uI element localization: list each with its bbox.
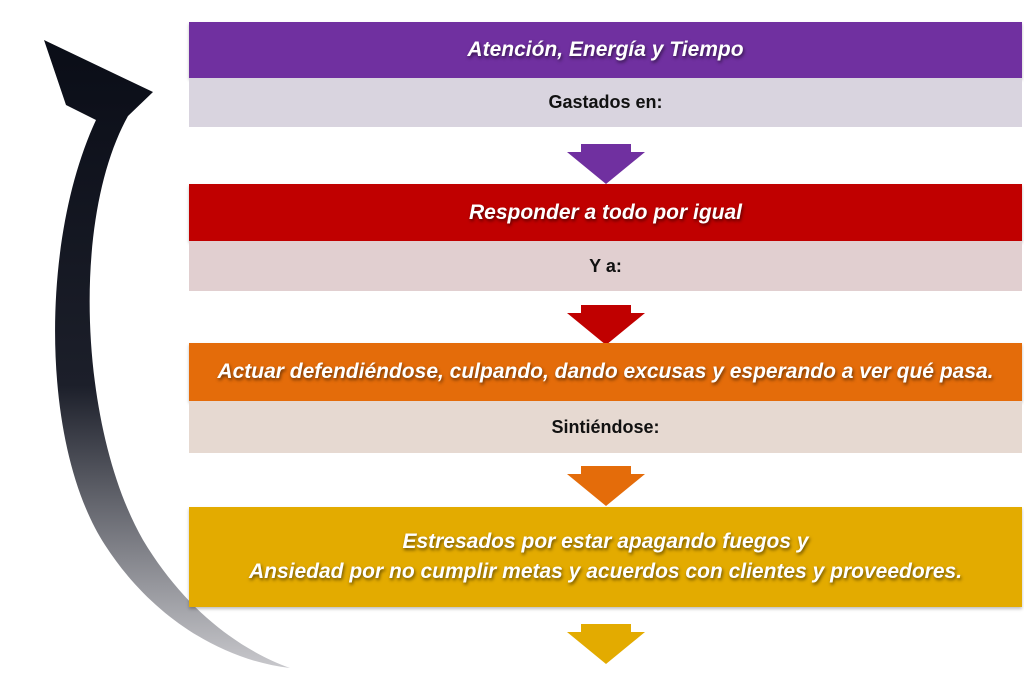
final-step-stress: Estresados por estar apagando fuegos y A… <box>189 507 1022 607</box>
curved-return-arrow-icon <box>44 40 290 668</box>
final-step-line-2: Ansiedad por no cumplir metas y acuerdos… <box>248 560 963 583</box>
step-header-respond: Responder a todo por igual <box>189 184 1022 241</box>
down-arrow-icon <box>567 144 645 184</box>
step-connector-and: Y a: <box>189 241 1022 291</box>
step-header-attention: Atención, Energía y Tiempo <box>189 22 1022 78</box>
connector-text: Y a: <box>589 255 622 276</box>
step-header-text: Atención, Energía y Tiempo <box>467 38 744 61</box>
connector-text: Sintiéndose: <box>551 416 660 437</box>
connector-text: Gastados en: <box>548 92 663 112</box>
step-header-act: Actuar defendiéndose, culpando, dando ex… <box>189 343 1022 401</box>
step-header-text: Responder a todo por igual <box>468 200 742 224</box>
down-arrow-icon <box>567 624 645 664</box>
step-connector-feeling: Sintiéndose: <box>189 401 1022 453</box>
down-arrow-icon <box>567 466 645 506</box>
down-arrow-icon <box>567 305 645 345</box>
step-connector-spent-on: Gastados en: <box>189 78 1022 127</box>
final-step-line-1: Estresados por estar apagando fuegos y <box>402 530 809 553</box>
step-header-text: Actuar defendiéndose, culpando, dando ex… <box>217 360 994 383</box>
